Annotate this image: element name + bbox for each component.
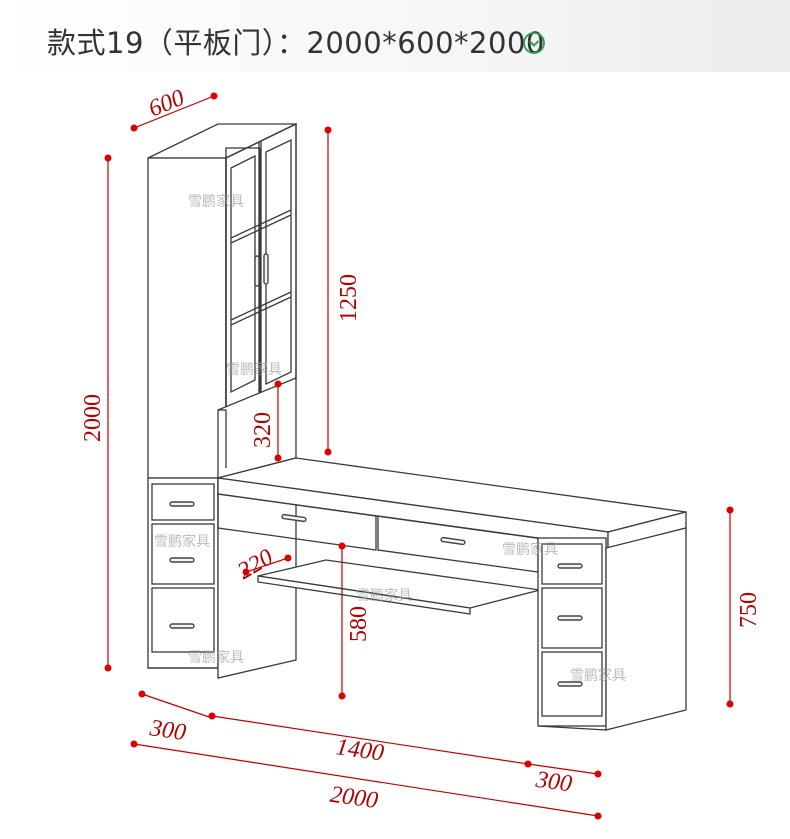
left-drawer-1 xyxy=(151,483,215,521)
shelf-1b xyxy=(230,214,292,244)
dimension-lines xyxy=(104,92,734,820)
dim-dot xyxy=(104,154,112,162)
glass-pane-right xyxy=(265,138,292,386)
dim-dot xyxy=(726,506,734,514)
dim-line-depth xyxy=(133,95,215,129)
right-drawer-3 xyxy=(541,651,603,717)
shelf-1 xyxy=(230,209,292,239)
watermark: 雪鹏家具 xyxy=(570,667,626,684)
dim-total-height: 2000 xyxy=(80,394,106,442)
dim-depth-top: 600 xyxy=(145,85,188,123)
dim-line-middle-width xyxy=(211,715,529,765)
dim-line-left-width xyxy=(141,693,213,719)
watermark: 雪鹏家具 xyxy=(502,541,558,558)
dim-line-total-width xyxy=(133,743,599,817)
dim-desk-height: 750 xyxy=(736,592,762,628)
dim-line-right-width xyxy=(527,763,599,775)
dim-cabinet-height: 1250 xyxy=(336,274,362,322)
left-drawer-3 xyxy=(151,587,215,653)
dim-dot xyxy=(130,740,138,748)
dim-dot xyxy=(210,92,218,100)
left-handle-1 xyxy=(169,501,195,507)
dim-dot xyxy=(338,542,346,550)
watermark: 雪鹏家具 xyxy=(356,587,412,604)
center-handle-left xyxy=(281,513,307,523)
watermark: 雪鹏家具 xyxy=(226,361,282,378)
right-handle-2 xyxy=(557,615,583,621)
left-drawer-2 xyxy=(151,523,215,585)
right-pedestal-base xyxy=(537,725,607,731)
page-title: 款式19（平板门）：2000*600*2000 xyxy=(47,26,545,60)
watermark: 雪鹏家具 xyxy=(188,193,244,210)
dim-knee-clearance: 580 xyxy=(346,606,372,642)
dim-dot xyxy=(242,568,250,576)
dim-dot xyxy=(726,700,734,708)
left-handle-2 xyxy=(169,557,195,563)
dim-open-shelf: 320 xyxy=(250,412,276,448)
center-handle-right xyxy=(440,536,466,546)
dim-dot xyxy=(324,448,332,456)
dim-total-width: 2000 xyxy=(328,782,379,814)
dim-dot xyxy=(594,770,602,778)
dim-line-tray xyxy=(245,557,289,573)
dim-dot xyxy=(104,664,112,672)
watermark: 雪鹏家具 xyxy=(188,649,244,666)
right-drawer-1 xyxy=(541,543,603,585)
right-pedestal-side xyxy=(605,527,687,731)
glass-pane-left xyxy=(230,154,256,394)
shelf-2 xyxy=(230,291,292,321)
dim-dot xyxy=(594,812,602,820)
dim-dot xyxy=(284,554,292,562)
left-handle-3 xyxy=(169,623,195,629)
dim-right-width: 300 xyxy=(533,767,573,798)
center-drawer-left xyxy=(217,493,377,551)
shelf-2b xyxy=(230,296,292,326)
dim-middle-width: 1400 xyxy=(334,734,385,766)
right-pedestal-front xyxy=(537,537,607,727)
dim-dot xyxy=(274,380,282,388)
dim-dot xyxy=(274,454,282,462)
chevron-down-circle-icon[interactable] xyxy=(522,31,546,55)
watermark: 雪鹏家具 xyxy=(154,533,210,550)
dim-dot xyxy=(130,124,138,132)
furniture xyxy=(147,122,687,731)
dim-left-width: 300 xyxy=(147,715,187,746)
dim-dot xyxy=(338,692,346,700)
door-handle-right xyxy=(263,253,269,285)
door-handle-left xyxy=(254,255,260,287)
dim-dot xyxy=(324,126,332,134)
right-drawer-2 xyxy=(541,587,603,649)
right-handle-1 xyxy=(557,563,583,569)
dim-dot xyxy=(138,690,146,698)
right-handle-3 xyxy=(557,681,583,687)
keyboard-tray-edge xyxy=(257,575,471,615)
header-band xyxy=(0,0,790,72)
left-pedestal-front xyxy=(147,477,219,669)
